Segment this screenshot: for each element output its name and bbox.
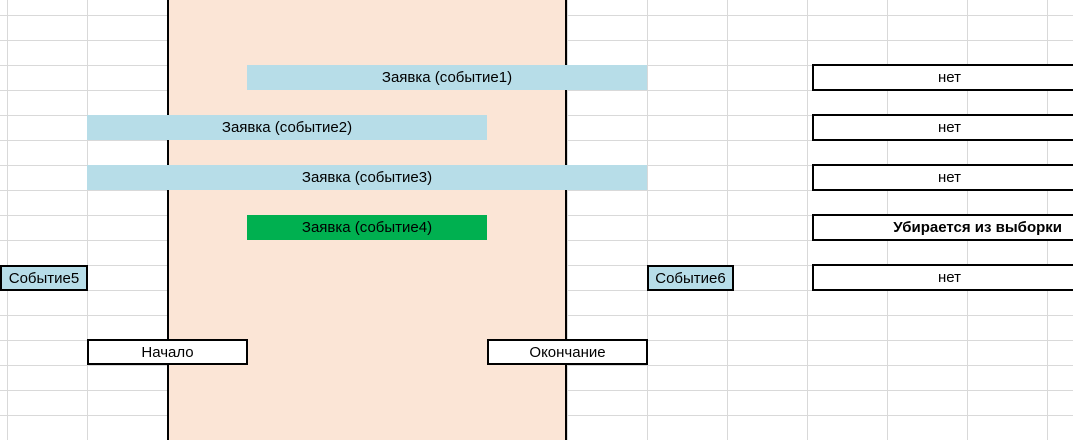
event-bar-2[interactable]: Заявка (событие2) (87, 115, 487, 140)
event-6-cell[interactable]: Событие6 (647, 265, 734, 291)
result-cell-3[interactable]: нет (812, 164, 1073, 191)
result-cell-5[interactable]: нет (812, 264, 1073, 291)
event-bar-4[interactable]: Заявка (событие4) (247, 215, 487, 240)
event-5-cell[interactable]: Событие5 (0, 265, 88, 291)
event-bar-3[interactable]: Заявка (событие3) (87, 165, 647, 190)
result-cell-4[interactable]: Убирается из выборки (812, 214, 1073, 241)
result-cell-2[interactable]: нет (812, 114, 1073, 141)
event-bar-1[interactable]: Заявка (событие1) (247, 65, 647, 90)
start-marker-cell[interactable]: Начало (87, 339, 248, 365)
result-cell-1[interactable]: нет (812, 64, 1073, 91)
end-marker-cell[interactable]: Окончание (487, 339, 648, 365)
